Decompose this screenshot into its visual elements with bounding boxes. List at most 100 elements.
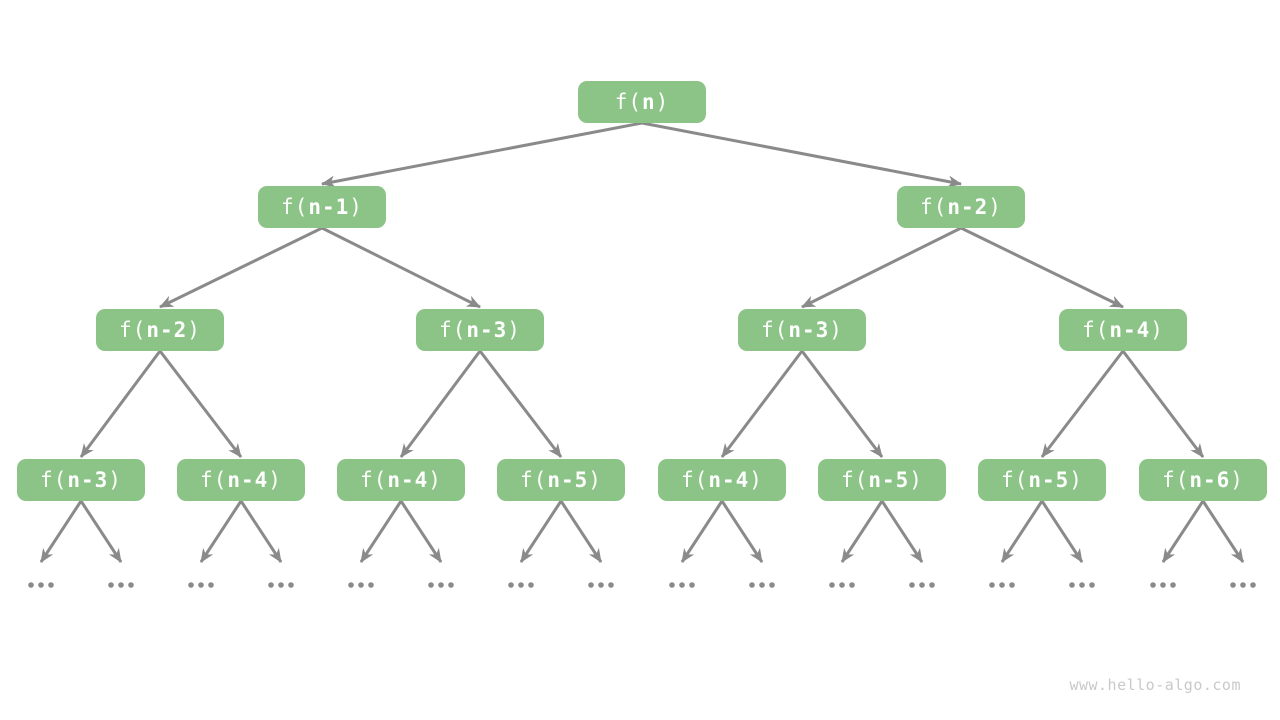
ellipsis-dot <box>909 582 915 588</box>
tree-node: f(n-2) <box>897 186 1025 228</box>
edge-arrow <box>1040 500 1084 563</box>
ellipsis-dot <box>919 582 925 588</box>
node-label-post: ) <box>749 468 763 492</box>
node-label-arg: n-2 <box>146 318 188 342</box>
node-label-post: ) <box>1069 468 1083 492</box>
node-label-arg: n-5 <box>1028 468 1070 492</box>
node-label-arg: n-3 <box>67 468 109 492</box>
ellipsis-dot <box>438 582 444 588</box>
node-label-arg: n-5 <box>547 468 589 492</box>
node-label-post: ) <box>988 195 1002 219</box>
ellipsis-dot <box>1009 582 1015 588</box>
node-label-pre: f( <box>614 90 642 114</box>
node-label-arg: n-4 <box>1109 318 1151 342</box>
tree-node: f(n-4) <box>337 459 465 501</box>
edge-arrow <box>680 500 724 563</box>
ellipsis <box>669 582 695 588</box>
ellipsis <box>829 582 855 588</box>
ellipsis-dot <box>1170 582 1176 588</box>
edge-arrow <box>880 500 924 563</box>
node-label-post: ) <box>187 318 201 342</box>
edge-arrow <box>1000 500 1044 563</box>
ellipsis-dot <box>989 582 995 588</box>
ellipsis <box>909 582 935 588</box>
node-label-pre: f( <box>281 195 309 219</box>
ellipsis-dot <box>598 582 604 588</box>
node-label-pre: f( <box>1001 468 1029 492</box>
node-label-pre: f( <box>520 468 548 492</box>
tree-node: f(n-3) <box>738 309 866 351</box>
node-label-post: ) <box>268 468 282 492</box>
edge-arrow <box>158 350 243 458</box>
ellipsis-dot <box>48 582 54 588</box>
ellipsis <box>348 582 374 588</box>
node-label-arg: n-4 <box>387 468 429 492</box>
ellipsis-dot <box>368 582 374 588</box>
node-label-pre: f( <box>1082 318 1110 342</box>
ellipsis <box>28 582 54 588</box>
ellipsis-dot <box>128 582 134 588</box>
ellipsis-dot <box>1250 582 1256 588</box>
ellipsis <box>188 582 214 588</box>
node-label-post: ) <box>507 318 521 342</box>
edge-arrow <box>159 226 323 309</box>
ellipsis-dot <box>188 582 194 588</box>
ellipsis-dot <box>1230 582 1236 588</box>
ellipsis-dot <box>769 582 775 588</box>
node-label-arg: n-2 <box>947 195 989 219</box>
edge-arrow <box>800 350 884 458</box>
edge-arrow <box>840 500 884 563</box>
node-label-post: ) <box>1230 468 1244 492</box>
ellipsis-dot <box>588 582 594 588</box>
node-label-pre: f( <box>920 195 948 219</box>
ellipsis-dot <box>679 582 685 588</box>
ellipsis <box>588 582 614 588</box>
edge-arrow <box>641 121 962 188</box>
ellipsis-dot <box>38 582 44 588</box>
node-label-arg: n-4 <box>708 468 750 492</box>
node-label-pre: f( <box>200 468 228 492</box>
node-label-arg: n <box>641 90 656 114</box>
ellipsis <box>749 582 775 588</box>
ellipsis-dot <box>608 582 614 588</box>
edge-arrow <box>720 350 804 458</box>
edge-arrow <box>79 500 123 563</box>
node-label-post: ) <box>829 318 843 342</box>
node-label-arg: n-1 <box>308 195 350 219</box>
node-label-pre: f( <box>841 468 869 492</box>
tree-node: f(n-2) <box>96 309 224 351</box>
node-label-pre: f( <box>761 318 789 342</box>
node-label-arg: n-3 <box>788 318 830 342</box>
ellipsis-dot <box>759 582 765 588</box>
node-label-post: ) <box>108 468 122 492</box>
tree-node: f(n) <box>578 81 706 123</box>
node-label-pre: f( <box>439 318 467 342</box>
ellipsis <box>1150 582 1176 588</box>
edge-arrow <box>1161 500 1205 563</box>
edge-arrow <box>559 500 603 563</box>
ellipsis <box>1069 582 1095 588</box>
ellipsis-dot <box>208 582 214 588</box>
ellipsis <box>508 582 534 588</box>
edge-arrow <box>720 500 764 563</box>
edge-arrow <box>1201 500 1245 563</box>
node-label-pre: f( <box>40 468 68 492</box>
node-label-pre: f( <box>1162 468 1190 492</box>
edge-arrow <box>321 121 643 188</box>
ellipsis-dot <box>1069 582 1075 588</box>
edge-arrow <box>960 226 1124 309</box>
tree-node: f(n-4) <box>658 459 786 501</box>
edge-arrow <box>39 500 83 563</box>
node-label-pre: f( <box>119 318 147 342</box>
ellipsis-dot <box>689 582 695 588</box>
edge-arrow <box>399 350 482 458</box>
ellipsis-dot <box>358 582 364 588</box>
ellipsis-dot <box>1089 582 1095 588</box>
tree-node: f(n-6) <box>1139 459 1267 501</box>
ellipsis-dot <box>198 582 204 588</box>
tree-node: f(n-3) <box>416 309 544 351</box>
node-label-post: ) <box>428 468 442 492</box>
edge-arrow <box>801 226 962 309</box>
node-label-post: ) <box>909 468 923 492</box>
edge-arrow <box>199 500 243 563</box>
